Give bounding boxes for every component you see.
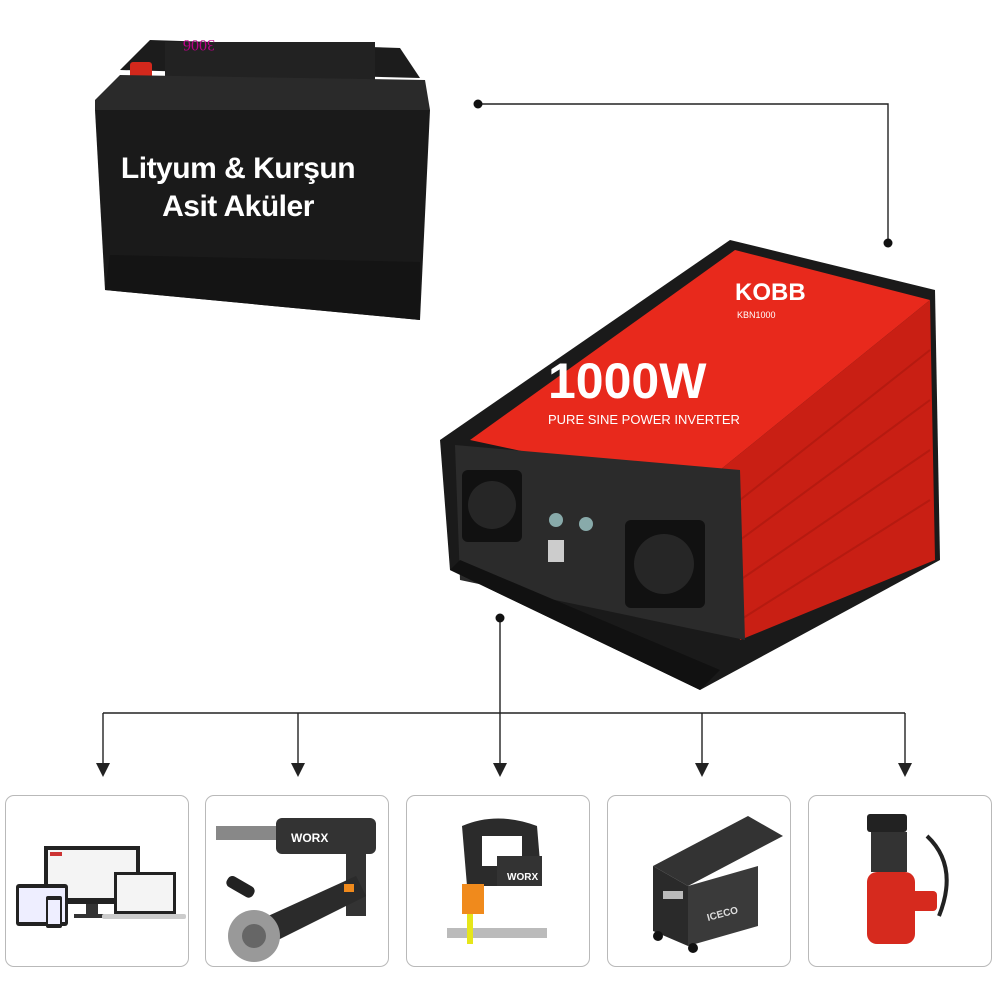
battery-label: Lityum & Kurşun Asit Aküler xyxy=(108,150,368,226)
car-fridge-image: ICECO xyxy=(653,816,783,953)
inverter-image: 1000W PURE SINE POWER INVERTER KOBB KBN1… xyxy=(440,240,940,690)
inverter-model: KBN1000 xyxy=(737,310,776,320)
device-card-computers xyxy=(5,795,189,967)
device-card-jigsaw: WORX xyxy=(406,795,590,967)
battery-label-line1: Lityum & Kurşun xyxy=(120,152,356,185)
connector-dot xyxy=(883,238,893,248)
device-card-car-fridge: ICECO xyxy=(607,795,791,967)
worx-logo: WORX xyxy=(507,872,538,883)
battery-image: 3006 xyxy=(95,36,430,320)
inverter-subtitle: PURE SINE POWER INVERTER xyxy=(548,412,740,427)
device-card-power-tools: WORX xyxy=(205,795,389,967)
submersible-pump-image xyxy=(867,814,949,944)
inverter-brand: KOBB xyxy=(735,279,806,306)
connector-dot xyxy=(495,613,505,623)
device-card-submersible-pump xyxy=(808,795,992,967)
battery-top-brand: 3006 xyxy=(183,36,215,53)
jigsaw-image: WORX xyxy=(447,818,547,944)
inverter-power-label: 1000W xyxy=(548,353,707,409)
drill-and-grinder-image: WORX xyxy=(216,818,376,962)
battery-label-line2: Asit Aküler xyxy=(162,190,314,223)
computers-image xyxy=(16,846,186,928)
connector-lines xyxy=(96,103,912,777)
worx-logo: WORX xyxy=(291,831,328,845)
connector-dot xyxy=(473,99,483,109)
